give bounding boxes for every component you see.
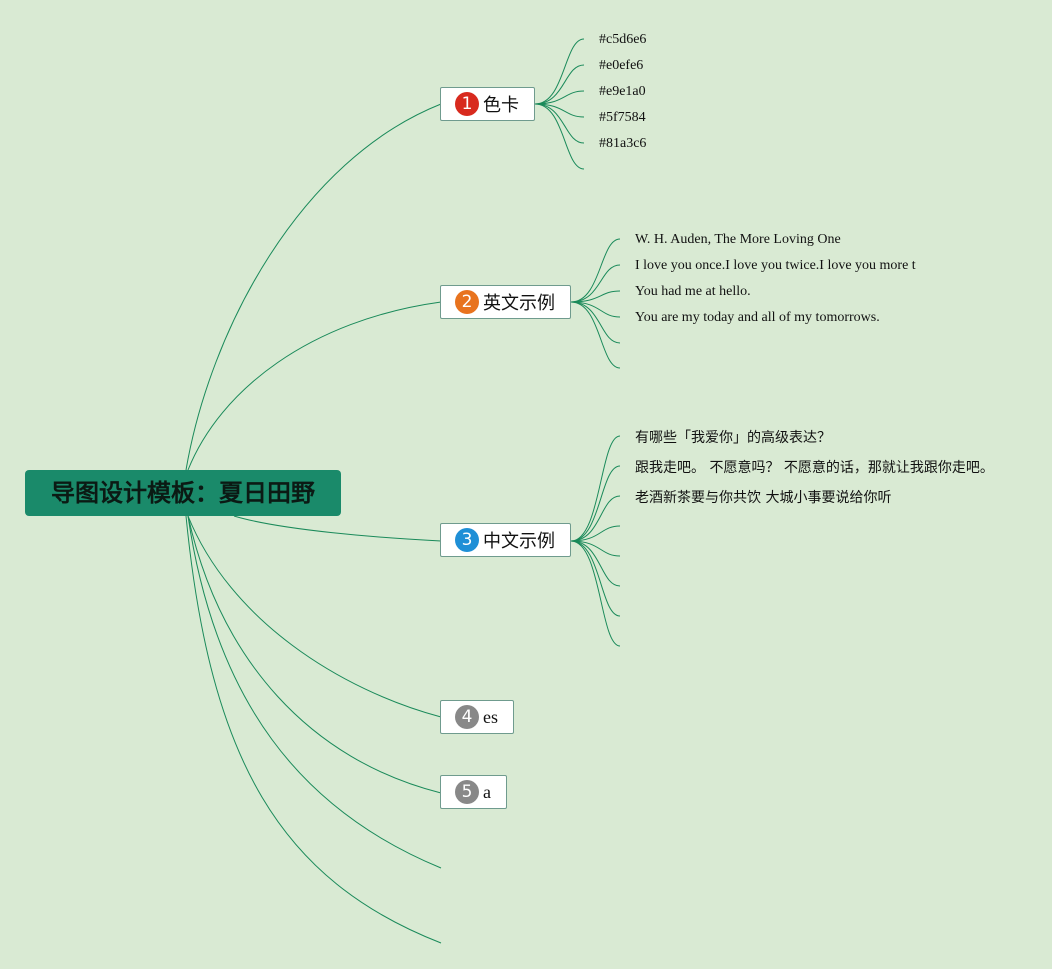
branch-topic-color-card[interactable]: 1 色卡 [440, 87, 535, 121]
connector-branch-3-leaf-5 [570, 540, 621, 557]
branch-topic-es[interactable]: 4 es [440, 700, 514, 734]
connector-branch-1-leaf-5 [534, 103, 585, 144]
leaf-topic[interactable]: I love you once.I love you twice.I love … [635, 258, 916, 273]
connector-root-branch-5 [187, 515, 442, 794]
root-topic[interactable]: 导图设计模板：夏日田野 [25, 470, 341, 516]
leaf-topic[interactable]: #e0efe6 [599, 58, 644, 73]
branch-label: a [483, 781, 491, 802]
leaf-topic[interactable]: W. H. Auden, The More Loving One [635, 232, 841, 247]
branch-label: 英文示例 [483, 293, 555, 314]
priority-1-badge-icon: 1 [455, 92, 479, 116]
branch-label: es [483, 706, 498, 727]
connector-branch-2-leaf-3 [570, 290, 621, 303]
connector-branch-3-leaf-3 [570, 495, 621, 542]
branch-topic-a[interactable]: 5 a [440, 775, 507, 809]
connector-branch-3-leaf-8 [570, 540, 621, 647]
connector-branch-3-leaf-6 [570, 540, 621, 587]
branch-label: 中文示例 [483, 531, 555, 552]
connector-branch-3-leaf-2 [570, 465, 621, 542]
connector-branch-3-leaf-7 [570, 540, 621, 617]
branch-label: 色卡 [483, 95, 519, 116]
connector-branch-1-leaf-6 [534, 103, 585, 170]
leaf-topic[interactable]: You are my today and all of my tomorrows… [635, 310, 880, 325]
connector-root-branch-1 [185, 103, 442, 471]
connector-root-empty-2 [185, 515, 442, 944]
connector-branch-3-leaf-1 [570, 435, 621, 542]
leaf-topic[interactable]: 有哪些「我爱你」的高级表达？ [635, 430, 831, 446]
connector-root-empty-1 [187, 515, 442, 869]
leaf-topic[interactable]: You had me at hello. [635, 284, 751, 299]
connector-branch-2-leaf-2 [570, 264, 621, 303]
leaf-topic[interactable]: #c5d6e6 [599, 32, 647, 47]
leaf-topic[interactable]: 跟我走吧。 不愿意吗？ 不愿意的话，那就让我跟你走吧。 [635, 460, 994, 476]
leaf-topic[interactable]: #e9e1a0 [599, 84, 646, 99]
connector-branch-2-leaf-5 [570, 301, 621, 344]
connector-branch-2-leaf-4 [570, 301, 621, 318]
connector-root-branch-3 [233, 515, 442, 542]
priority-5-badge-icon: 5 [455, 780, 479, 804]
connector-branch-2-leaf-6 [570, 301, 621, 369]
connector-root-branch-2 [187, 301, 442, 471]
connector-branch-2-leaf-1 [570, 238, 621, 303]
branch-topic-english-examples[interactable]: 2 英文示例 [440, 285, 571, 319]
priority-4-badge-icon: 4 [455, 705, 479, 729]
connector-branch-1-leaf-3 [534, 90, 585, 105]
leaf-topic[interactable]: #5f7584 [599, 110, 646, 125]
priority-2-badge-icon: 2 [455, 290, 479, 314]
connector-branch-3-leaf-4 [570, 525, 621, 542]
connector-root-branch-4 [187, 515, 442, 718]
connector-branch-1-leaf-2 [534, 64, 585, 105]
connector-branch-1-leaf-1 [534, 38, 585, 105]
leaf-topic[interactable]: #81a3c6 [599, 136, 647, 151]
priority-3-badge-icon: 3 [455, 528, 479, 552]
leaf-topic[interactable]: 老酒新茶要与你共饮 大城小事要说给你听 [635, 490, 892, 506]
branch-topic-chinese-examples[interactable]: 3 中文示例 [440, 523, 571, 557]
